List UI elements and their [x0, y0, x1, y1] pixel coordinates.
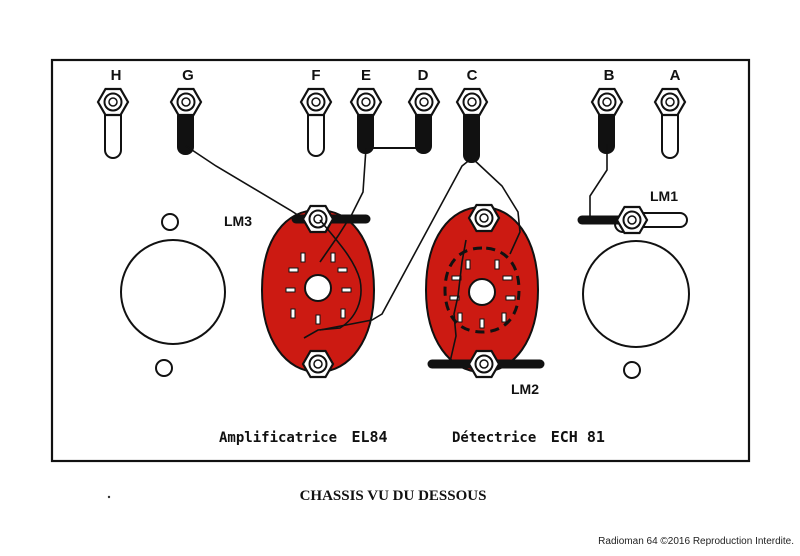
wiring	[185, 144, 608, 363]
terminal-label-f: F	[311, 67, 320, 84]
ech81-pins	[449, 259, 516, 329]
right-large-hole	[582, 240, 690, 348]
left-small-hole-top	[161, 213, 179, 231]
el84-center-hole	[304, 274, 332, 302]
lug-lm1	[577, 205, 688, 235]
nut-g	[169, 87, 203, 117]
nut-d	[407, 87, 441, 117]
terminal-label-g: G	[182, 67, 194, 84]
ech81-pin	[465, 259, 471, 270]
tab-c	[463, 108, 480, 163]
terminal-label-b: B	[604, 67, 615, 84]
nut-f	[299, 87, 333, 117]
terminal-label-d: D	[418, 67, 429, 84]
diagram-title: CHASSIS VU DU DESSOUS	[300, 488, 487, 504]
tab-b	[598, 108, 615, 154]
terminal-letters: H G F E D C B A	[111, 67, 681, 84]
lm1-nut	[615, 205, 649, 235]
right-tube-function: Détectrice	[452, 430, 536, 446]
ech81-pin	[505, 295, 516, 301]
nut-b	[590, 87, 624, 117]
el84-top-nut	[301, 204, 335, 234]
lm3-label: LM3	[224, 213, 252, 229]
el84-pin	[315, 314, 321, 325]
wire-c-to-ech81	[471, 157, 521, 255]
wire-b-to-lm1	[589, 144, 608, 218]
nut-a	[653, 87, 687, 117]
left-tube-function: Amplificatrice	[219, 430, 337, 446]
el84-pin	[337, 267, 348, 273]
el84-bottom-nut	[301, 349, 335, 379]
nut-e	[349, 87, 383, 117]
el84-pin	[340, 308, 346, 319]
lm2-label: LM2	[511, 381, 539, 397]
left-tube-model: EL84	[351, 428, 387, 446]
el84-pin	[285, 287, 296, 293]
left-large-hole	[120, 239, 226, 345]
wire-e-to-el84	[319, 147, 367, 263]
left-tube-caption: Amplificatrice EL84	[219, 428, 388, 446]
right-small-hole-bottom	[623, 361, 641, 379]
nut-c	[455, 87, 489, 117]
ech81-center-hole	[468, 278, 496, 306]
terminal-label-h: H	[111, 67, 122, 84]
stray-dot	[107, 495, 111, 499]
right-tube-caption: Détectrice ECH 81	[452, 428, 605, 446]
ech81-pin	[479, 318, 485, 329]
ech81-pin	[501, 312, 507, 323]
ech81-bottom-nut	[467, 349, 501, 379]
terminal-label-e: E	[361, 67, 371, 84]
wire-c-to-el84	[319, 157, 473, 331]
left-small-hole-bottom	[155, 359, 173, 377]
right-tube-model: ECH 81	[551, 428, 605, 446]
wire-ech81-internal	[449, 239, 467, 363]
ech81-pin	[449, 295, 460, 301]
el84-pin	[341, 287, 352, 293]
ech81-pin	[451, 275, 462, 281]
tab-d	[415, 108, 432, 154]
ech81-pin	[494, 259, 500, 270]
wired-tabs	[177, 108, 615, 163]
ech81-pin	[502, 275, 513, 281]
el84-pin	[288, 267, 299, 273]
socket-el84	[260, 204, 376, 379]
ech81-pin	[457, 312, 463, 323]
el84-pins	[285, 252, 352, 325]
el84-pin	[300, 252, 306, 263]
lm1-label: LM1	[650, 188, 678, 204]
tab-e	[357, 108, 374, 154]
nut-h	[96, 87, 130, 117]
wire-g-to-lm3	[185, 145, 305, 220]
ech81-top-nut	[467, 203, 501, 233]
terminal-label-c: C	[467, 67, 478, 84]
copyright-notice: Radioman 64 ©2016 Reproduction Interdite…	[598, 536, 794, 547]
tab-g	[177, 108, 194, 155]
ech81-shield-ring	[443, 246, 521, 334]
el84-pin	[290, 308, 296, 319]
el84-pin	[330, 252, 336, 263]
socket-ech81	[424, 203, 545, 379]
terminal-label-a: A	[670, 67, 681, 84]
